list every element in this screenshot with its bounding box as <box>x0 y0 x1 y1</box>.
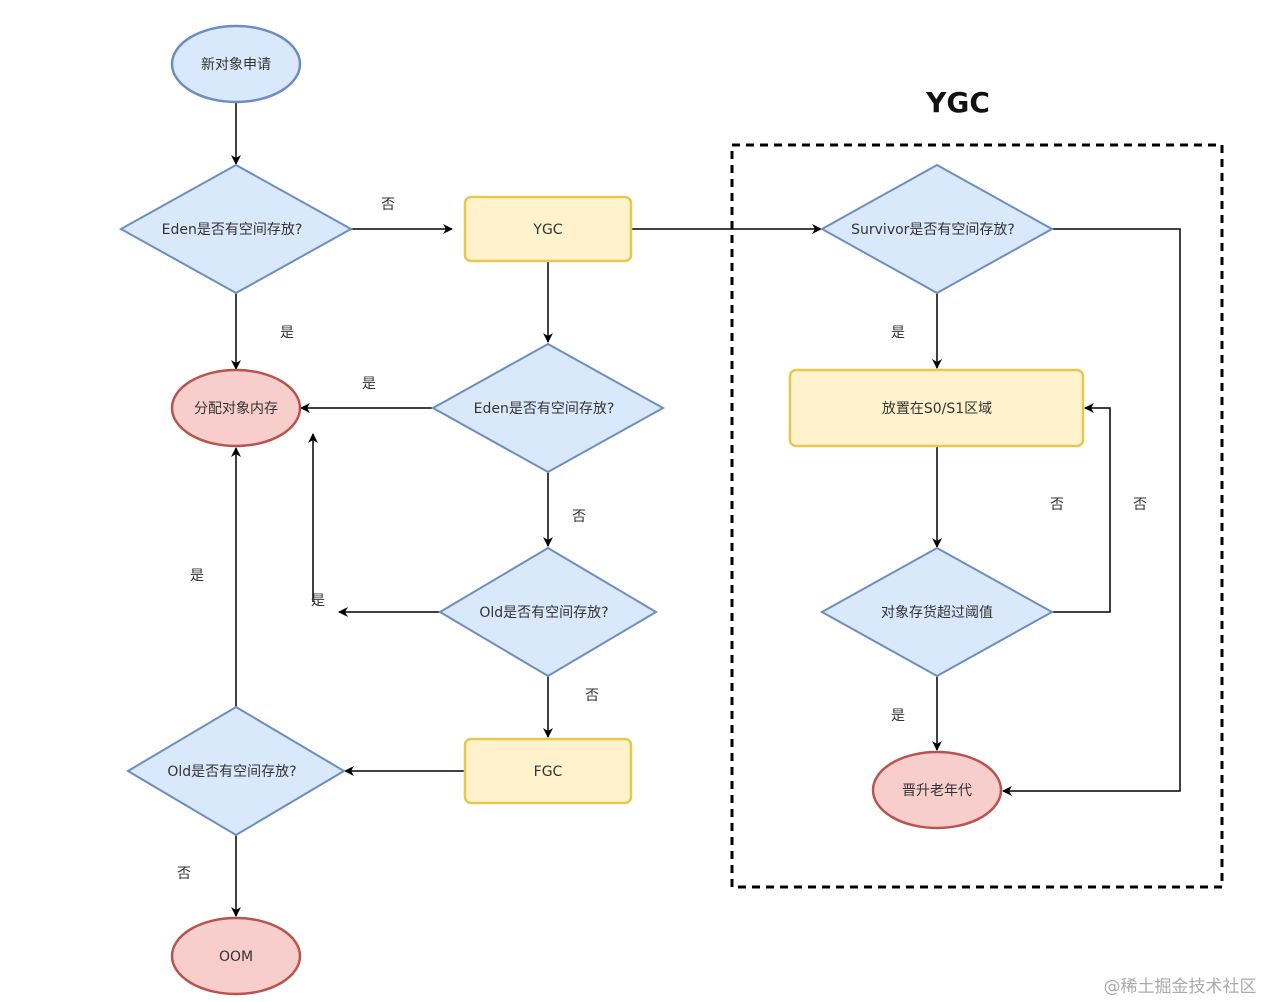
node-eden-check-1-label: Eden是否有空间存放? <box>162 222 303 238</box>
label-age-no: 否 <box>1050 497 1064 513</box>
ygc-title: YGC <box>925 86 990 119</box>
node-old-check-1: Old是否有空间存放? <box>438 546 658 678</box>
node-survivor-check-label: Survivor是否有空间存放? <box>851 222 1015 238</box>
label-old2-yes: 是 <box>190 568 204 584</box>
node-start: 新对象申请 <box>170 24 302 104</box>
node-ygc: YGC <box>463 195 633 263</box>
label-old2-no: 否 <box>177 866 191 882</box>
node-old-check-1-label: Old是否有空间存放? <box>479 605 608 621</box>
node-ygc-label: YGC <box>532 222 562 238</box>
node-age-check-label: 对象存货超过阈值 <box>881 604 993 621</box>
node-old-check-2-label: Old是否有空间存放? <box>167 764 296 780</box>
node-place-s0s1: 放置在S0/S1区域 <box>788 368 1085 448</box>
node-allocate-label: 分配对象内存 <box>194 401 278 417</box>
label-old1-no: 否 <box>585 688 599 704</box>
label-eden2-no: 否 <box>572 509 586 525</box>
label-old1-yes: 是 <box>311 593 325 609</box>
node-eden-check-2: Eden是否有空间存放? <box>430 342 666 474</box>
node-old-check-2: Old是否有空间存放? <box>126 705 346 837</box>
watermark: @稀土掘金技术社区 <box>1104 977 1257 997</box>
node-age-check: 对象存货超过阈值 <box>819 546 1055 678</box>
node-start-label: 新对象申请 <box>201 57 271 73</box>
node-eden-check-2-label: Eden是否有空间存放? <box>474 401 615 417</box>
label-survivor-no: 否 <box>1133 497 1147 513</box>
node-promote: 晋升老年代 <box>871 750 1003 830</box>
ygc-group-border <box>730 143 1224 889</box>
label-age-yes: 是 <box>891 708 905 724</box>
label-eden1-yes: 是 <box>280 325 294 341</box>
label-eden2-yes: 是 <box>362 376 376 392</box>
edge-age-place <box>1052 403 1111 613</box>
node-fgc-label: FGC <box>534 764 563 780</box>
node-place-s0s1-label: 放置在S0/S1区域 <box>882 401 992 417</box>
node-allocate: 分配对象内存 <box>170 368 302 448</box>
node-fgc: FGC <box>463 737 633 805</box>
node-eden-check-1: Eden是否有空间存放? <box>118 163 354 295</box>
label-eden1-no: 否 <box>381 197 395 213</box>
node-oom-label: OOM <box>219 949 253 965</box>
node-promote-label: 晋升老年代 <box>902 783 972 799</box>
label-survivor-yes: 是 <box>891 325 905 341</box>
edge-survivor-promote <box>1002 228 1181 796</box>
node-survivor-check: Survivor是否有空间存放? <box>819 163 1055 295</box>
node-oom: OOM <box>170 916 302 996</box>
